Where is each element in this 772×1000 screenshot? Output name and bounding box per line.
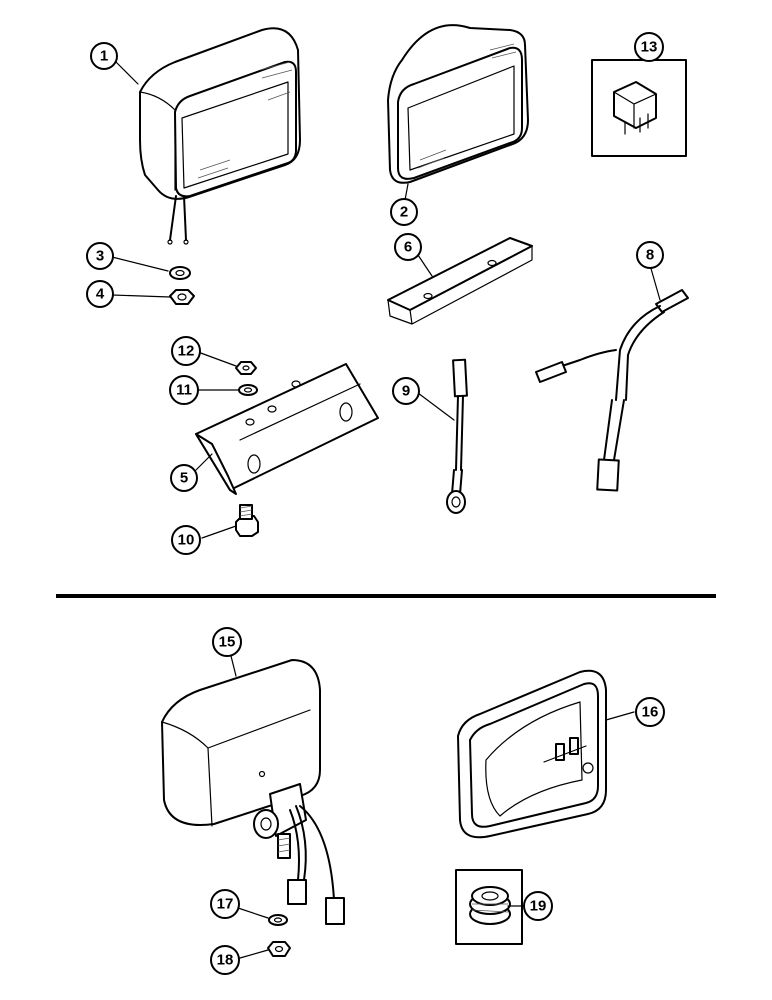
- svg-text:19: 19: [530, 898, 547, 915]
- callout-19: 19: [523, 891, 553, 921]
- svg-text:18: 18: [217, 952, 234, 969]
- leader-lines: [111, 61, 661, 959]
- relay-part-13: [591, 59, 687, 157]
- svg-text:12: 12: [178, 343, 195, 360]
- svg-text:17: 17: [217, 896, 234, 913]
- svg-text:2: 2: [400, 204, 408, 221]
- callout-5: 5: [170, 464, 198, 492]
- angle-bracket-part-5: [195, 363, 379, 495]
- svg-text:11: 11: [176, 382, 192, 399]
- grommet-part-19: [455, 869, 523, 945]
- washer-part-3: [169, 266, 191, 280]
- callout-12: 12: [171, 336, 201, 366]
- callout-9: 9: [392, 377, 420, 405]
- harness-part-8: [535, 289, 689, 492]
- svg-text:1: 1: [100, 48, 108, 65]
- svg-text:3: 3: [96, 248, 104, 265]
- svg-text:8: 8: [646, 247, 654, 264]
- callout-11: 11: [169, 375, 199, 405]
- callout-8: 8: [636, 241, 664, 269]
- lamp-insert-part-16: [457, 669, 607, 839]
- svg-text:16: 16: [642, 704, 659, 721]
- svg-text:5: 5: [180, 470, 188, 487]
- callout-17: 17: [210, 889, 240, 919]
- svg-text:13: 13: [641, 39, 658, 56]
- callout-18: 18: [210, 945, 240, 975]
- callout-13: 13: [634, 32, 664, 62]
- callout-4: 4: [86, 280, 114, 308]
- lead-part-9: [446, 358, 468, 514]
- callout-1: 1: [90, 42, 118, 70]
- callout-16: 16: [635, 697, 665, 727]
- lamp-part-2: [387, 24, 529, 184]
- svg-text:6: 6: [404, 239, 412, 256]
- bolt-part-10: [235, 504, 259, 537]
- washer-part-17: [268, 914, 288, 926]
- nut-part-4: [169, 289, 195, 305]
- callout-10: 10: [171, 525, 201, 555]
- work-lamp-part-15: [161, 659, 345, 925]
- callout-15: 15: [212, 627, 242, 657]
- svg-text:15: 15: [219, 634, 236, 651]
- svg-text:10: 10: [178, 532, 195, 549]
- washer-part-11: [238, 384, 258, 396]
- callout-3: 3: [86, 242, 114, 270]
- callout-2: 2: [390, 198, 418, 226]
- nut-part-12: [235, 361, 257, 375]
- flat-bar-part-6: [387, 237, 533, 325]
- lamp-part-1: [139, 27, 301, 245]
- nut-part-18: [267, 941, 291, 957]
- svg-text:9: 9: [402, 383, 410, 400]
- svg-text:4: 4: [96, 286, 105, 303]
- callout-6: 6: [394, 233, 422, 261]
